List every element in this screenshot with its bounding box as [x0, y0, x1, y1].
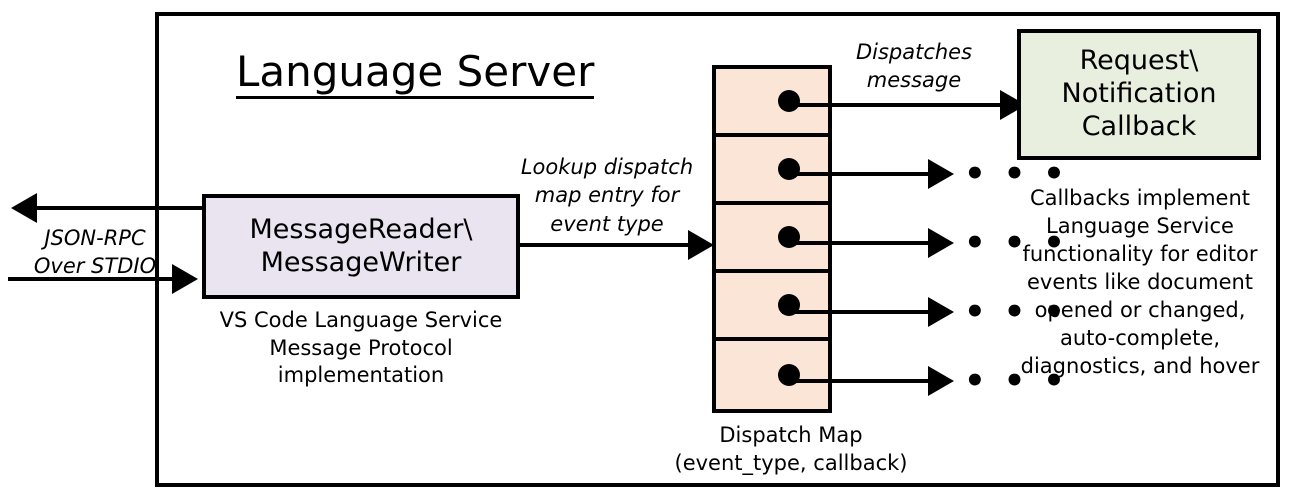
- callback-caption-line-1: Callbacks implement: [1029, 186, 1251, 210]
- page-title: Language Server: [236, 49, 595, 100]
- table-row[interactable]: [716, 205, 828, 273]
- lookup-label-line-3: event type: [550, 211, 664, 236]
- callback-box-line-1: Request\: [1079, 45, 1199, 77]
- table-row[interactable]: [716, 341, 828, 409]
- dispatch-map-caption-line-1: Dispatch Map: [719, 423, 863, 447]
- dispatch-connector-line-2: [782, 172, 932, 176]
- lookup-label-line-2: map entry for: [534, 183, 680, 208]
- callback-caption-line-7: diagnostics, and hover: [1020, 353, 1260, 378]
- message-reader-writer-caption: VS Code Language Service Message Protoco…: [196, 307, 526, 390]
- callback-box-line-3: Callback: [1081, 110, 1197, 142]
- inbound-arrow-head-icon: [172, 264, 198, 294]
- callback-box-line-2: Notification: [1061, 78, 1217, 110]
- reader-caption-line-2: Message Protocol implementation: [269, 335, 453, 388]
- outbound-arrow-head-icon: [11, 193, 37, 223]
- callback-caption-line-3: functionality for editor: [1022, 241, 1258, 266]
- language-server-container: [155, 12, 1280, 487]
- inbound-connector-line: [8, 277, 173, 281]
- reader-caption-line-1: VS Code Language Service: [219, 308, 503, 332]
- dispatches-message-label: Dispatches message: [828, 38, 1000, 95]
- table-row[interactable]: [716, 273, 828, 341]
- reader-box-line-2: MessageWriter: [260, 246, 462, 278]
- jsonrpc-label-line-2: Over STDIO: [33, 254, 157, 279]
- callback-box-label: Request\ Notification Callback: [1062, 45, 1217, 144]
- ellipsis-5: • • •: [964, 361, 1068, 401]
- request-notification-callback-box[interactable]: Request\ Notification Callback: [1017, 29, 1261, 160]
- ellipsis-3: • • •: [964, 223, 1068, 263]
- dispatch-arrow-head-icon-5: [928, 366, 954, 396]
- dispatch-connector-line-5: [782, 379, 932, 383]
- dispatch-map-caption: Dispatch Map (event_type, callback): [630, 422, 952, 477]
- dispatch-map-caption-line-2: (event_type, callback): [674, 450, 908, 475]
- dispatches-label-line-1: Dispatches: [855, 40, 973, 64]
- callback-caption-line-2: Language Service: [1046, 213, 1234, 238]
- dispatch-connector-line-3: [782, 241, 932, 245]
- callback-description-caption: Callbacks implement Language Service fun…: [1009, 185, 1271, 380]
- message-reader-writer-label: MessageReader\ MessageWriter: [250, 214, 473, 280]
- callback-caption-line-5: opened or changed,: [1034, 297, 1246, 322]
- callback-dot-icon: [778, 158, 800, 180]
- dispatch-connector-line-4: [782, 310, 932, 314]
- dispatch-arrow-head-icon-3: [928, 228, 954, 258]
- callback-caption-line-6: auto-complete,: [1060, 325, 1220, 350]
- jsonrpc-label-line-1: JSON-RPC: [44, 226, 146, 250]
- reader-box-line-1: MessageReader\: [249, 213, 473, 245]
- dispatch-arrow-head-icon-4: [928, 297, 954, 327]
- dispatch-connector-line-1: [782, 103, 1004, 107]
- dispatch-map-table[interactable]: [712, 65, 832, 413]
- dispatch-arrow-head-icon-2: [928, 159, 954, 189]
- outbound-connector-line: [37, 206, 205, 210]
- dispatches-label-line-2: message: [866, 68, 962, 93]
- lookup-dispatch-label: Lookup dispatch map entry for event type: [512, 153, 702, 238]
- lookup-connector-line: [518, 243, 690, 247]
- callback-caption-line-4: events like document: [1026, 269, 1254, 294]
- jsonrpc-stdio-label: JSON-RPC Over STDIO: [20, 224, 170, 281]
- message-reader-writer-box[interactable]: MessageReader\ MessageWriter: [202, 194, 520, 299]
- lookup-arrow-head-icon: [688, 230, 714, 260]
- table-row[interactable]: [716, 137, 828, 205]
- ellipsis-4: • • •: [964, 292, 1068, 332]
- lookup-label-line-1: Lookup dispatch: [520, 155, 694, 179]
- callback-dot-icon: [778, 90, 800, 112]
- ellipsis-2: • • •: [964, 154, 1068, 194]
